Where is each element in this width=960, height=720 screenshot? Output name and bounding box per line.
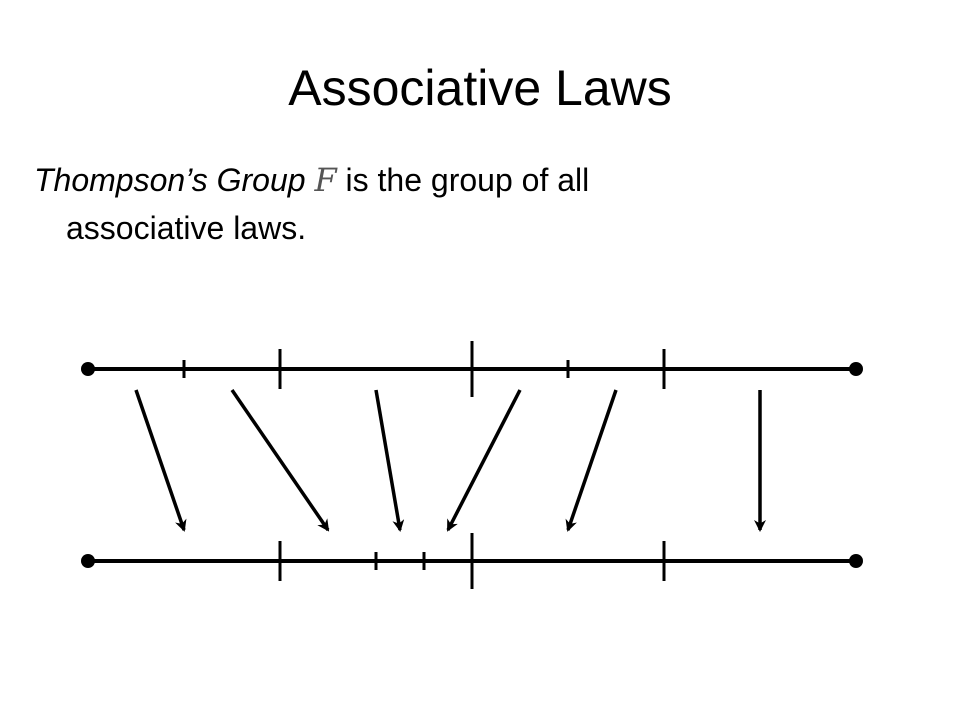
mapping-arrow-2: [230, 389, 330, 532]
mapping-arrows: [134, 389, 766, 532]
mapping-arrow-3: [374, 389, 405, 532]
group-name: Thompson’s Group: [34, 162, 306, 198]
mapping-arrow-1: [134, 389, 187, 532]
group-symbol: F: [314, 161, 337, 199]
bottom-interval-left-endpoint: [81, 554, 95, 568]
text-line-1: Thompson’s Group F is the group of all: [34, 156, 914, 204]
mapping-arrow-4: [446, 389, 522, 532]
slide-title: Associative Laws: [288, 60, 672, 116]
top-interval-left-endpoint: [81, 362, 95, 376]
top-interval-right-endpoint: [849, 362, 863, 376]
bottom-interval-right-endpoint: [849, 554, 863, 568]
bottom-interval: [81, 533, 863, 589]
top-interval: [81, 341, 863, 397]
mapping-arrow-5: [565, 389, 618, 532]
slide-body-text: Thompson’s Group F is the group of all a…: [34, 156, 914, 252]
text-line-1-rest: is the group of all: [345, 162, 590, 198]
text-line-2: associative laws.: [66, 210, 307, 246]
